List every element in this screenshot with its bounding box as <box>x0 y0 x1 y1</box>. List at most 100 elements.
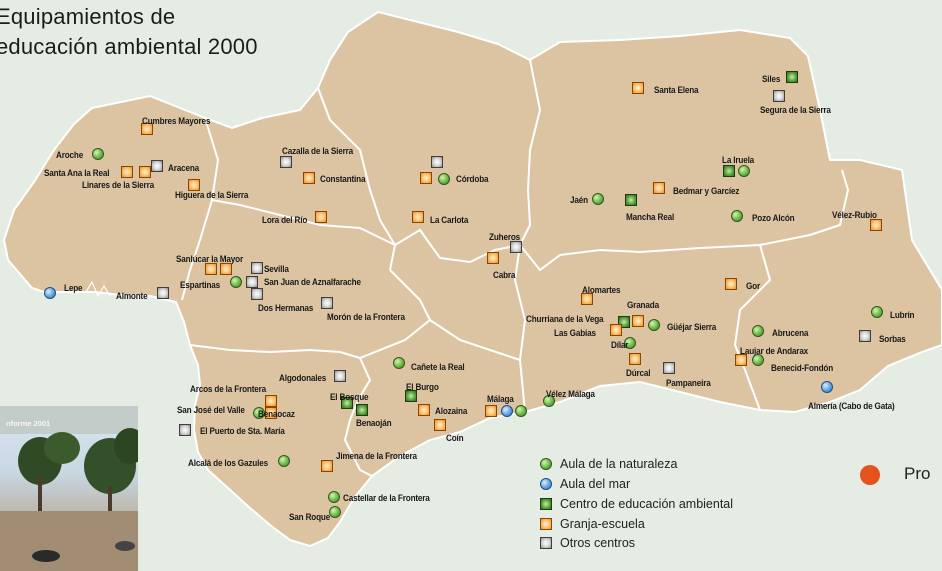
centro-icon <box>540 498 552 510</box>
label-castellar-de-la-frontera: Castellar de la Frontera <box>343 493 430 504</box>
marker-segura-de-la-sierra[interactable] <box>773 90 785 102</box>
label-constantina: Constantina <box>320 174 366 185</box>
marker-dos-hermanas[interactable] <box>251 288 263 300</box>
marker-sanlucar-la-mayor[interactable] <box>205 263 217 275</box>
label-moron-de-la-frontera: Morón de la Frontera <box>327 312 405 323</box>
marker-malaga[interactable] <box>501 405 513 417</box>
label-sanlucar-la-mayor: Sanlúcar la Mayor <box>176 254 244 265</box>
cover-photo: nforme 2001 <box>0 406 138 571</box>
marker-abrucena[interactable] <box>752 325 764 337</box>
label-alozaina: Alozaina <box>435 406 468 417</box>
marker-benecid-fondon[interactable] <box>752 354 764 366</box>
label-cumbres-mayores: Cumbres Mayores <box>142 116 211 127</box>
marker-benaocaz[interactable] <box>265 407 277 419</box>
marker-arcos-de-la-frontera[interactable] <box>265 395 277 407</box>
marker-santa-elena[interactable] <box>632 82 644 94</box>
label-benaocaz: Benaocaz <box>258 409 295 420</box>
marker-bedmar-y-garciez[interactable] <box>653 182 665 194</box>
marker-siles[interactable] <box>786 71 798 83</box>
label-coin: Coín <box>446 433 464 444</box>
marker-gor[interactable] <box>725 278 737 290</box>
cover-photo-caption: nforme 2001 <box>6 419 51 428</box>
label-malaga: Málaga <box>487 394 514 405</box>
marker-san-juan-de-aznalfarache[interactable] <box>246 276 258 288</box>
marker-el-burgo[interactable] <box>405 390 417 402</box>
marker-aracena[interactable] <box>151 160 163 172</box>
label-dos-hermanas: Dos Hermanas <box>258 303 314 314</box>
province-borders <box>181 59 850 477</box>
marker-algodonales[interactable] <box>334 370 346 382</box>
label-siles: Siles <box>762 74 781 85</box>
marker-la-iruela[interactable] <box>723 165 735 177</box>
marker-moron-de-la-frontera[interactable] <box>321 297 333 309</box>
coast-detail <box>85 280 111 298</box>
label-dilar: Dílar <box>611 340 629 351</box>
marker-canete-la-real[interactable] <box>393 357 405 369</box>
label-cazalla-de-la-sierra: Cazalla de la Sierra <box>282 146 354 157</box>
label-guejar-sierra: Güéjar Sierra <box>667 322 717 333</box>
marker-espartinas[interactable] <box>220 263 232 275</box>
marker-mancha-real[interactable] <box>625 194 637 206</box>
marker-malaga[interactable] <box>485 405 497 417</box>
label-aracena: Aracena <box>168 163 200 174</box>
label-el-burgo: El Burgo <box>406 382 439 393</box>
marker-linares-de-la-sierra[interactable] <box>139 166 151 178</box>
marker-san-jose-del-valle[interactable] <box>253 407 265 419</box>
marker-cabra[interactable] <box>487 252 499 264</box>
marker-lubrin[interactable] <box>871 306 883 318</box>
marker-velez-malaga[interactable] <box>543 395 555 407</box>
marker-guejar-sierra[interactable] <box>648 319 660 331</box>
label-almeria-cabo-de-gata: Almería (Cabo de Gata) <box>808 401 895 412</box>
marker-sorbas[interactable] <box>859 330 871 342</box>
marker-granada[interactable] <box>632 315 644 327</box>
marker-higuera-de-la-sierra[interactable] <box>188 179 200 191</box>
marker-la-iruela[interactable] <box>738 165 750 177</box>
marker-malaga[interactable] <box>515 405 527 417</box>
marker-cumbres-mayores[interactable] <box>141 123 153 135</box>
legend-label: Granja-escuela <box>560 517 645 531</box>
marker-cordoba[interactable] <box>431 156 443 168</box>
marker-laujar-de-andarax[interactable] <box>735 354 747 366</box>
marker-jimena-de-la-frontera[interactable] <box>321 460 333 472</box>
marker-la-carlota[interactable] <box>412 211 424 223</box>
label-velez-rubio: Vélez-Rubio <box>832 210 877 221</box>
marker-santa-ana-la-real[interactable] <box>121 166 133 178</box>
marker-cordoba[interactable] <box>438 173 450 185</box>
marker-pampaneira[interactable] <box>663 362 675 374</box>
label-algodonales: Algodonales <box>279 373 327 384</box>
marker-alcala-de-los-gazules[interactable] <box>278 455 290 467</box>
label-aroche: Aroche <box>56 150 84 161</box>
marker-las-gabias[interactable] <box>610 324 622 336</box>
label-canete-la-real: Cañete la Real <box>411 362 465 373</box>
marker-el-bosque[interactable] <box>341 397 353 409</box>
marker-durcal[interactable] <box>629 353 641 365</box>
marker-almeria-cabo-de-gata[interactable] <box>821 381 833 393</box>
marker-benaojan[interactable] <box>356 404 368 416</box>
marker-cazalla-de-la-sierra[interactable] <box>280 156 292 168</box>
marker-velez-rubio[interactable] <box>870 219 882 231</box>
marker-sevilla[interactable] <box>251 262 263 274</box>
marker-alozaina[interactable] <box>418 404 430 416</box>
label-sorbas: Sorbas <box>879 334 906 345</box>
marker-almonte[interactable] <box>157 287 169 299</box>
marker-alomartes[interactable] <box>581 293 593 305</box>
marker-aroche[interactable] <box>92 148 104 160</box>
marker-san-juan-de-aznalfarache[interactable] <box>230 276 242 288</box>
marker-constantina[interactable] <box>303 172 315 184</box>
marker-el-puerto-de-sta-maria[interactable] <box>179 424 191 436</box>
marker-lepe[interactable] <box>44 287 56 299</box>
marker-lora-del-rio[interactable] <box>315 211 327 223</box>
marker-dilar[interactable] <box>624 337 636 349</box>
marker-san-roque[interactable] <box>329 506 341 518</box>
marker-castellar-de-la-frontera[interactable] <box>328 491 340 503</box>
label-benaojan: Benaoján <box>356 418 392 429</box>
label-lora-del-rio: Lora del Río <box>262 215 308 226</box>
marker-cordoba[interactable] <box>420 172 432 184</box>
marker-zuheros[interactable] <box>510 241 522 253</box>
marker-coin[interactable] <box>434 419 446 431</box>
marker-jaen[interactable] <box>592 193 604 205</box>
marker-pozo-alcon[interactable] <box>731 210 743 222</box>
label-pampaneira: Pampaneira <box>666 378 711 389</box>
